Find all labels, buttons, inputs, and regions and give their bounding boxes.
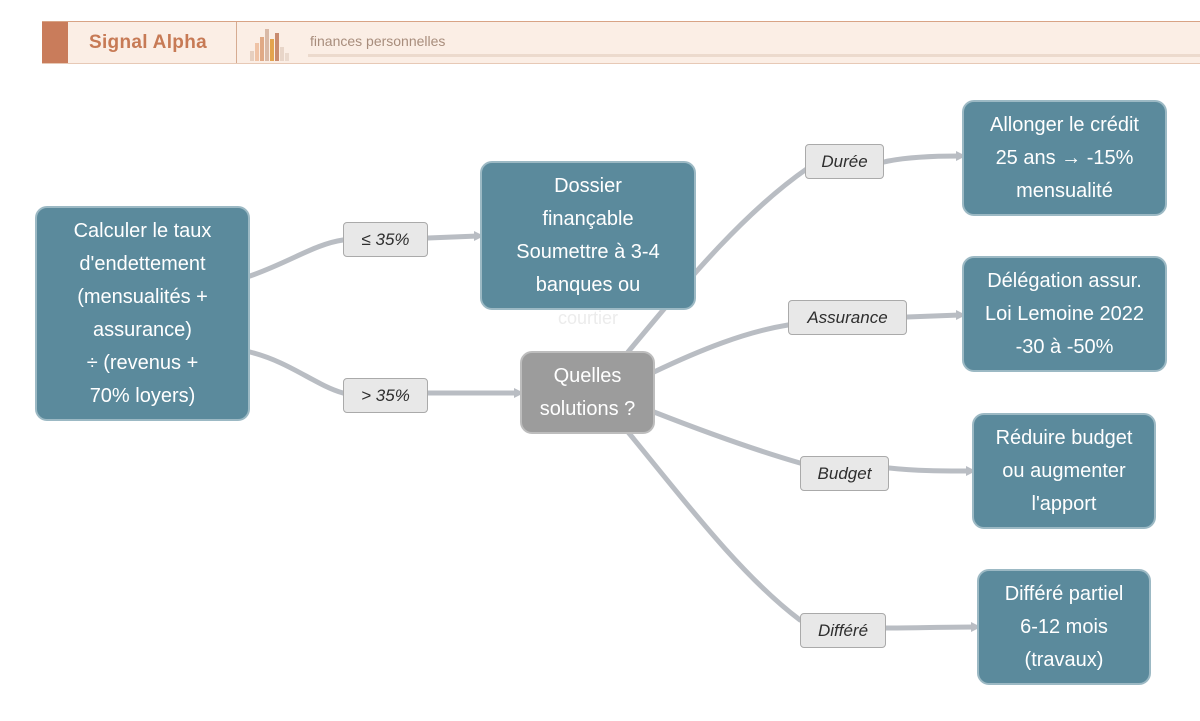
arrowhead-solutions xyxy=(514,388,524,398)
edge-le35-to-dossier xyxy=(425,233,481,241)
arrowhead-reduire xyxy=(966,466,976,476)
node-text-line: Loi Lemoine 2022 xyxy=(984,302,1144,325)
edge-calc-to-le35 xyxy=(247,237,346,279)
node-text-line: Différé partiel xyxy=(1004,582,1124,605)
edge-label-duree[interactable]: Durée xyxy=(805,144,884,179)
node-text-line: banques ou xyxy=(535,273,641,296)
node-text-line: (mensualités + xyxy=(77,285,208,308)
node-text-line: Dossier xyxy=(554,174,622,197)
node-text-line: solutions ? xyxy=(539,397,636,420)
node-text-line: l'apport xyxy=(1031,492,1097,515)
node-text-line: Quelles xyxy=(553,364,622,387)
node-text-line: (travaux) xyxy=(1024,648,1104,671)
node-text-line: ou augmenter xyxy=(1002,459,1126,482)
edge-label-budget[interactable]: Budget xyxy=(800,456,889,491)
node-delegation-assurance[interactable]: Délégation assur. Loi Lemoine 2022 -30 à -… xyxy=(962,256,1167,372)
header-underline xyxy=(308,54,1200,57)
edge-budget-to-reduire xyxy=(886,465,973,474)
node-text-line: finançable xyxy=(542,207,634,230)
node-text-line: 70% loyers) xyxy=(89,384,196,407)
edge-assurance-to-delegation xyxy=(904,312,963,320)
node-text-line: Allonger le crédit xyxy=(990,113,1139,136)
node-text-line: Soumettre à 3-4 xyxy=(516,240,660,263)
node-text-line: Réduire budget xyxy=(995,426,1133,449)
node-text-line: -30 à -50% xyxy=(1015,335,1114,358)
edge-label-differe[interactable]: Différé xyxy=(800,613,886,648)
arrowhead-dossier xyxy=(474,231,484,241)
arrowhead-delegation xyxy=(956,310,966,320)
edge-label-le-35[interactable]: ≤ 35% xyxy=(343,222,428,257)
node-text-line: 25 ans → -15% xyxy=(995,146,1134,169)
node-text-line: d'endettement xyxy=(79,252,206,275)
app-header: Signal Alpha finances personnelles xyxy=(42,21,1200,64)
edge-solutions-to-assurance xyxy=(651,322,791,375)
node-text-line: Délégation assur. xyxy=(987,269,1142,292)
node-reduire-budget[interactable]: Réduire budget ou augmenter l'apport xyxy=(972,413,1156,529)
node-text-line: Calculer le taux xyxy=(73,219,212,242)
edge-calc-to-gt35 xyxy=(247,349,346,396)
header-accent-bar xyxy=(42,22,68,63)
node-text-line: assurance) xyxy=(93,318,192,341)
node-text-line: 6-12 mois xyxy=(1020,615,1108,638)
arrowhead-allonger xyxy=(956,151,966,161)
edge-solutions-to-differe xyxy=(625,429,803,623)
node-allonger-credit[interactable]: Allonger le crédit 25 ans → -15% mensualit… xyxy=(962,100,1167,216)
edge-differe-to-differe-partiel xyxy=(883,624,978,631)
node-text-line: mensualité xyxy=(1016,179,1113,202)
edge-label-assurance[interactable]: Assurance xyxy=(788,300,907,335)
edge-solutions-to-duree xyxy=(625,165,811,355)
brand-name[interactable]: Signal Alpha xyxy=(89,31,207,53)
edge-label-gt-35[interactable]: > 35% xyxy=(343,378,428,413)
dossier-overflow-text: courtier xyxy=(557,308,619,328)
arrowhead-differe-partiel xyxy=(971,622,981,632)
edge-solutions-to-budget xyxy=(651,409,803,466)
node-quelles-solutions[interactable]: Quelles solutions ? xyxy=(520,351,655,434)
node-differe-partiel[interactable]: Différé partiel 6-12 mois (travaux) xyxy=(977,569,1151,685)
edge-duree-to-allonger xyxy=(881,153,963,165)
header-subtitle: finances personnelles xyxy=(310,33,446,49)
header-separator xyxy=(236,22,237,63)
node-text-line: ÷ (revenus + xyxy=(86,351,199,374)
bar-chart-logo-icon xyxy=(250,29,289,61)
node-calculer-taux[interactable]: Calculer le taux d'endettement (mensualité… xyxy=(35,206,250,421)
